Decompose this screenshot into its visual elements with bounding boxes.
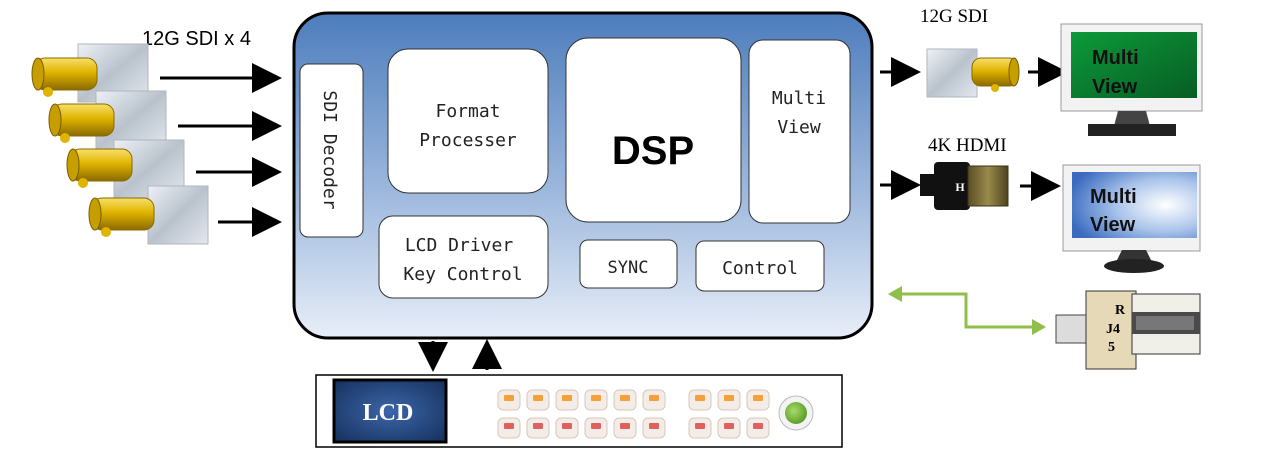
rj45-line3: 5 [1108, 340, 1115, 355]
multi-view-line1: Multi [772, 88, 826, 109]
hdmi-plug-letter: H [955, 180, 965, 194]
panel-button[interactable] [717, 389, 741, 411]
panel-button[interactable] [526, 389, 550, 411]
panel-button[interactable] [526, 417, 550, 439]
panel-button[interactable] [746, 417, 770, 439]
panel-button[interactable] [584, 417, 608, 439]
panel-button[interactable] [613, 389, 637, 411]
panel-button[interactable] [584, 389, 608, 411]
panel-button[interactable] [688, 417, 712, 439]
format-processer-line1: Format [435, 101, 500, 122]
monitor-bottom [1062, 164, 1201, 273]
panel-button[interactable] [555, 389, 579, 411]
panel-button-grid [497, 389, 770, 439]
rj45-connector [1055, 290, 1201, 370]
multi-view-box [748, 39, 851, 224]
monitor-bottom-line2: View [1090, 214, 1136, 236]
sync-label: SYNC [608, 258, 649, 278]
panel-button[interactable] [717, 417, 741, 439]
dsp-box [565, 37, 742, 223]
bnc-input-2 [48, 90, 167, 150]
control-label: Control [722, 258, 798, 279]
lcd-driver-line1: LCD Driver [405, 235, 514, 256]
sdi-decoder-box [299, 63, 364, 238]
lcd-label: LCD [363, 400, 414, 426]
rj45-link-arrow-right [1032, 319, 1046, 335]
monitor-top-line1: Multi [1092, 47, 1139, 69]
rj45-line1: R [1115, 303, 1126, 318]
format-processer-box [387, 48, 549, 194]
panel-button[interactable] [497, 417, 521, 439]
bnc-input-4 [88, 185, 209, 245]
monitor-top-line2: View [1092, 76, 1138, 98]
lcd-driver-box [378, 215, 549, 299]
hdmi-connector [920, 162, 1009, 210]
panel-button[interactable] [555, 417, 579, 439]
panel-button[interactable] [642, 389, 666, 411]
panel-button[interactable] [642, 417, 666, 439]
monitor-top [1060, 23, 1203, 136]
rj45-line2: J4 [1106, 322, 1120, 337]
lcd-driver-line2: Key Control [403, 264, 522, 285]
panel-button[interactable] [746, 389, 770, 411]
lcd-screen [332, 378, 448, 444]
sdi-decoder-label: SDI Decoder [319, 90, 340, 209]
format-processer-line2: Processer [419, 130, 517, 151]
panel-button[interactable] [613, 417, 637, 439]
panel-button[interactable] [688, 389, 712, 411]
rj45-link-arrow-left [888, 286, 902, 302]
sdi-out-label: 12G SDI [920, 6, 988, 27]
rj45-link-line [896, 292, 1036, 329]
sync-box [579, 239, 678, 289]
control-box [695, 240, 825, 292]
monitor-bottom-line1: Multi [1090, 186, 1137, 208]
inputs-label: 12G SDI x 4 [142, 28, 251, 50]
panel-knob[interactable] [778, 395, 814, 431]
hdmi-out-label: 4K HDMI [928, 135, 1007, 156]
panel-button[interactable] [497, 389, 521, 411]
multi-view-line2: View [777, 117, 821, 138]
bnc-output [926, 48, 1020, 98]
dsp-label: DSP [612, 129, 694, 173]
